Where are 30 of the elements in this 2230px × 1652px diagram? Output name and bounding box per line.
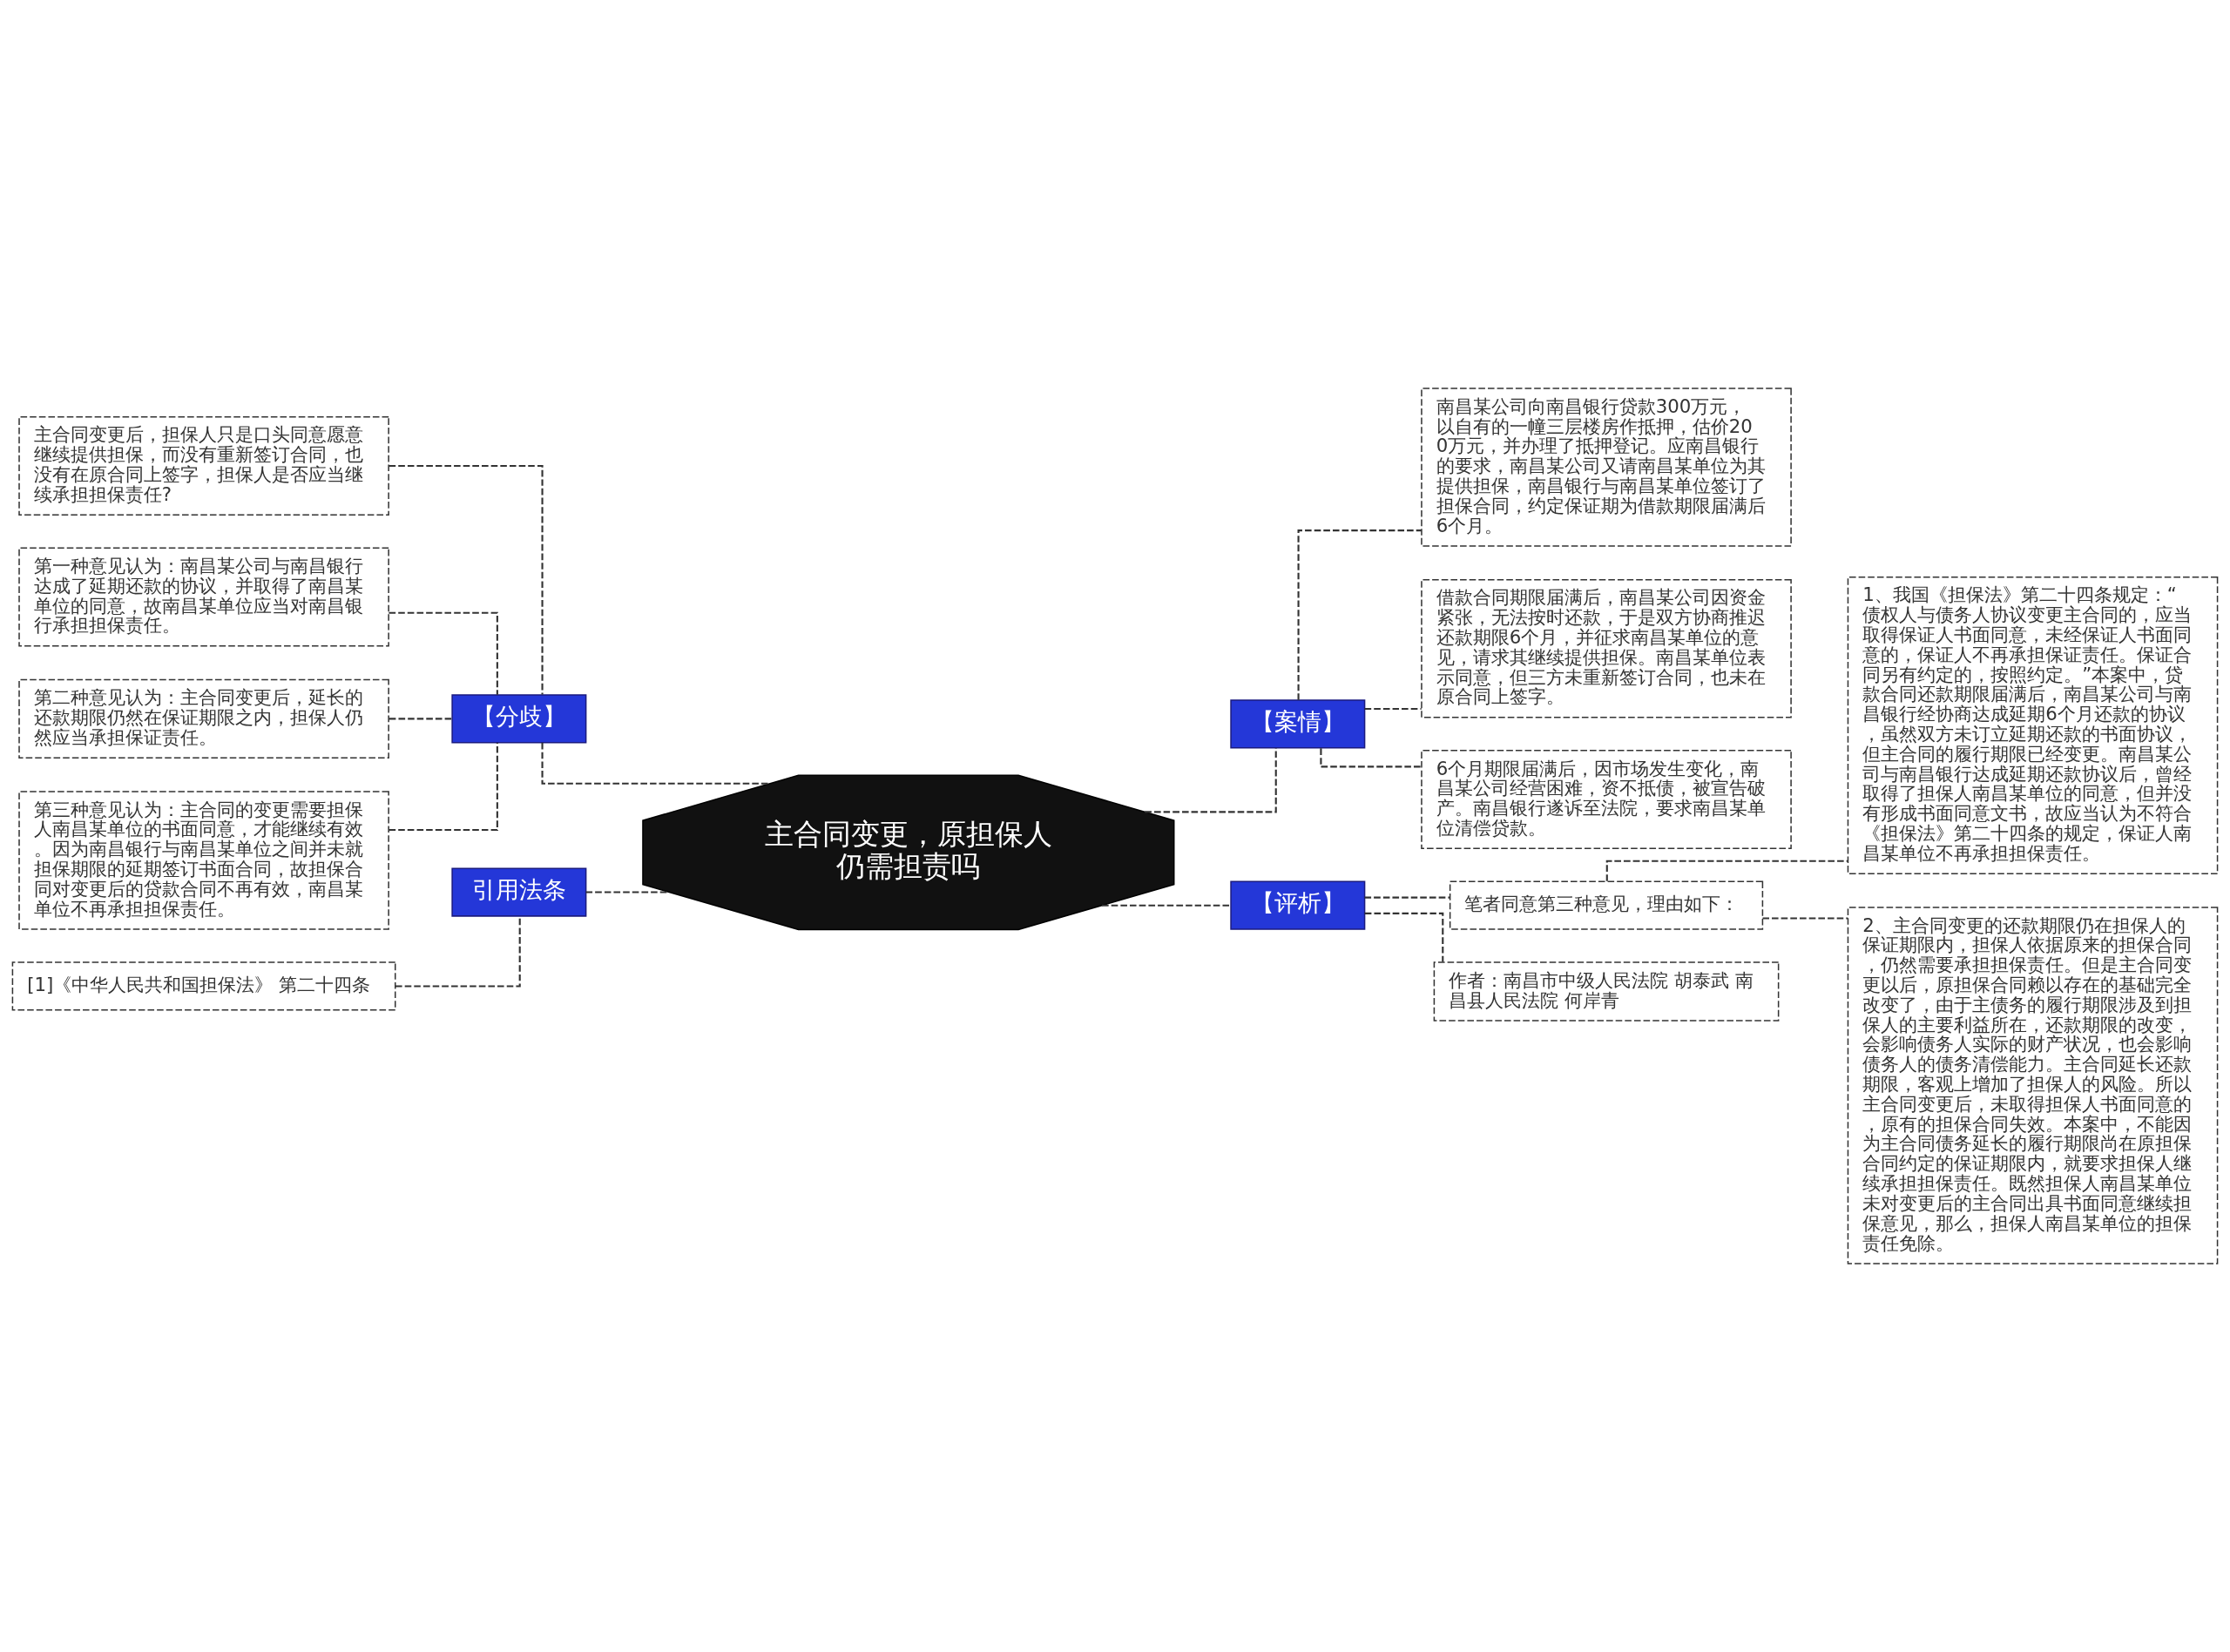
node-box: 南昌某公司向南昌银行贷款300万元，以自有的一幢三层楼房作抵押，估价200万元，并办理了抵押登记。应南昌银行的要求，南昌某公司又请南昌某单位为其提供担保，南昌银行与南昌某单位签订了担保合同，约定保证期为借款期限届满后6个月。 <box>1421 388 1792 547</box>
node-box: 第一种意见认为：南昌某公司与南昌银行达成了延期还款的协议，并取得了南昌某单位的同意，故南昌某单位应当对南昌银行承担担保责任。 <box>18 547 389 647</box>
connector <box>1297 529 1422 700</box>
connector <box>1320 748 1422 768</box>
node-box: 笔者同意第三种意见，理由如下： <box>1449 880 1764 930</box>
connector <box>541 743 770 785</box>
connector <box>1762 917 1848 920</box>
connector <box>1364 896 1450 899</box>
node-box: 【分歧】 <box>451 694 587 744</box>
connector <box>389 464 544 695</box>
node-box: 第三种意见认为：主合同的变更需要担保人南昌某单位的书面同意，才能继续有效。因为南昌银行与南昌某单位之间并未就担保期限的延期签订书面合同，故担保合同对变更后的贷款合同不再有效，南昌某单位不再承担担保责任。 <box>18 791 389 930</box>
node-box: 主合同变更后，担保人只是口头同意愿意继续提供担保，而没有重新签订合同，也没有在原合同上签字，担保人是否应当继续承担担保责任? <box>18 416 389 516</box>
connector <box>395 916 521 988</box>
connector <box>389 718 452 720</box>
node-box: 1、我国《担保法》第二十四条规定：“债权人与债务人协议变更主合同的，应当取得保证人书面同意，未经保证人书面同意的，保证人不再承担保证责任。保证合同另有约定的，按照约定。”本案中，贷款合同还款期限届满后，南昌某公司与南昌银行经协商达成延期6个月还款的协议，虽然双方未订立延期还款的书面协议，但主合同的履行期限已经变更。南昌某公司与南昌银行达成延期还款协议后，曾经取得了担保人南昌某单位的同意，但并没有形成书面同意文书，故应当认为不符合《担保法》第二十四条的规定，保证人南昌某单位不再承担担保责任。 <box>1847 576 2219 874</box>
connector <box>389 743 498 832</box>
connector <box>1102 904 1231 907</box>
node-box: [1]《中华人民共和国担保法》 第二十四条 <box>11 961 396 1011</box>
connector <box>389 611 498 695</box>
node-box: 【评析】 <box>1230 880 1366 930</box>
node-box: 借款合同期限届满后，南昌某公司因资金紧张，无法按时还款，于是双方协商推迟还款期限6个月，并征求南昌某单位的意见，请求其继续提供担保。南昌某单位表示同意，但三方未重新签订合同，也未在原合同上签字。 <box>1421 579 1792 718</box>
connector <box>1364 707 1422 711</box>
node-box: 作者：南昌市中级人民法院 胡泰武 南昌县人民法院 何岸青 <box>1433 961 1780 1022</box>
node-box: 引用法条 <box>451 867 587 917</box>
node-box: 2、主合同变更的还款期限仍在担保人的保证期限内，担保人依据原来的担保合同，仍然需要承担担保责任。但是主合同变更以后，原担保合同赖以存在的基础完全改变了，由于主债务的履行期限涉及到担保人的主要利益所在，还款期限的改变，会影响债务人实际的财产状况，也会影响债务人的债务清偿能力。主合同延长还款期限，客观上增加了担保人的风险。所以主合同变更后，未取得担保人书面同意的，原有的担保合同失效。本案中，不能因为主合同债务延长的履行期限尚在原担保合同约定的保证期限内，就要求担保人继续承担担保责任。既然担保人南昌某单位未对变更后的主合同出具书面同意继续担保意见，那么，担保人南昌某单位的担保责任免除。 <box>1847 907 2219 1264</box>
connector <box>1364 912 1444 962</box>
node-box: 6个月期限届满后，因市场发生变化，南昌某公司经营困难，资不抵债，被宣告破产。南昌银行遂诉至法院，要求南昌某单位清偿贷款。 <box>1421 750 1792 850</box>
node-box: 第二种意见认为：主合同变更后，延长的还款期限仍然在保证期限之内，担保人仍然应当承担保证责任。 <box>18 678 389 759</box>
node-box: 【案情】 <box>1230 699 1366 749</box>
connector <box>1145 748 1277 813</box>
